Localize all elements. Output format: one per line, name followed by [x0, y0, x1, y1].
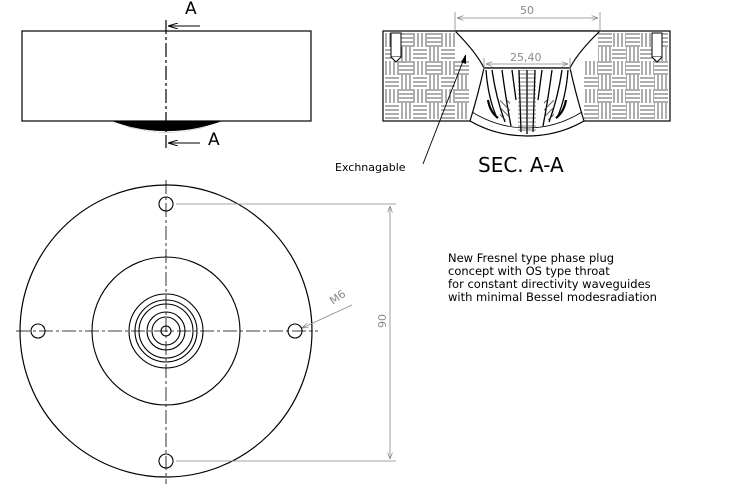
- dim-top-width-label: 50: [520, 4, 534, 17]
- design-note: New Fresnel type phase plug concept with…: [448, 251, 657, 304]
- note-line-1: New Fresnel type phase plug: [448, 251, 614, 265]
- dim-throat-width-label: 25,40: [510, 51, 542, 64]
- side-view: A A: [21, 0, 312, 150]
- section-label-top: A: [185, 0, 197, 19]
- dim-throat-width: 25,40: [483, 51, 571, 70]
- section-hatch-right: [584, 33, 668, 119]
- exchangeable-callout: Exchnagable: [335, 54, 466, 174]
- front-view: 90 M6: [16, 180, 396, 484]
- dim-top-width: 50: [454, 4, 601, 32]
- dim-height: 90: [176, 203, 396, 462]
- note-line-4: with minimal Bessel modesradiation: [448, 290, 657, 304]
- section-title: SEC. A-A: [478, 153, 564, 177]
- dim-height-label: 90: [376, 314, 389, 328]
- section-label-bottom: A: [208, 130, 220, 150]
- section-screw-hole-right: [651, 32, 663, 58]
- dim-thread-label: M6: [327, 287, 348, 307]
- section-view: 50 25,40 Exchnagable SEC. A-A: [335, 4, 671, 177]
- dim-thread: M6: [302, 287, 353, 328]
- section-screw-hole-left: [390, 32, 402, 58]
- exchangeable-label: Exchnagable: [335, 161, 406, 174]
- note-line-3: for constant directivity waveguides: [448, 277, 651, 291]
- note-line-2: concept with OS type throat: [448, 264, 610, 278]
